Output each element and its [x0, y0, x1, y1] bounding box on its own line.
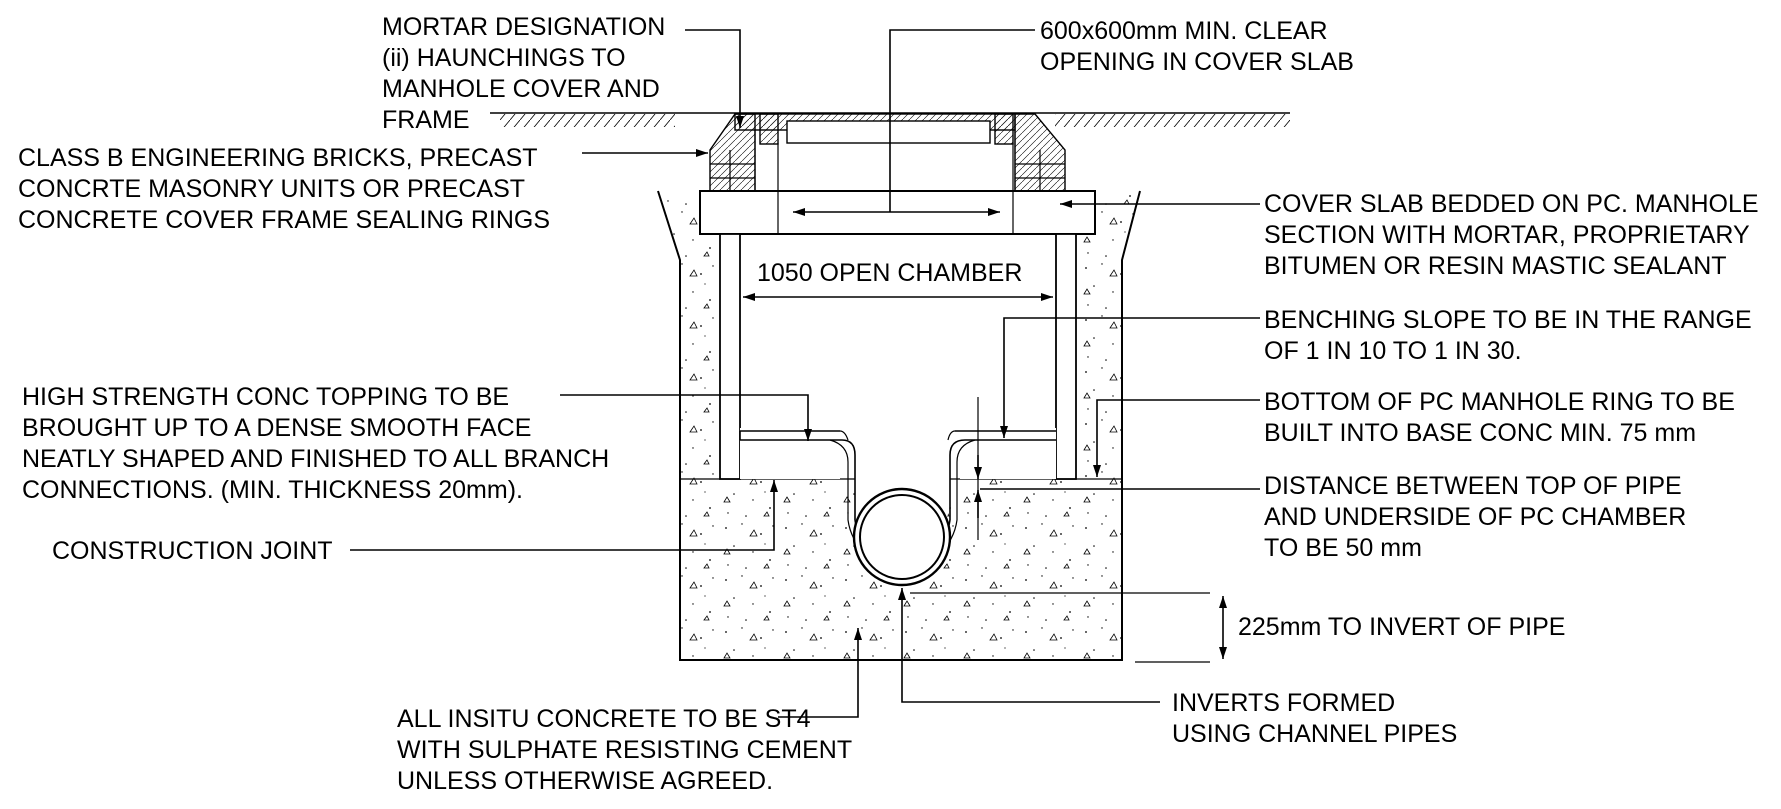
svg-text:AND UNDERSIDE OF PC CHAMBER: AND UNDERSIDE OF PC CHAMBER	[1264, 503, 1686, 531]
label-open-chamber: 1050 OPEN CHAMBER	[757, 259, 1022, 287]
svg-text:NEATLY SHAPED AND FINISHED TO: NEATLY SHAPED AND FINISHED TO ALL BRANCH	[22, 445, 609, 473]
label-invert-depth: 225mm TO INVERT OF PIPE	[1238, 613, 1565, 641]
precast-ring-walls	[719, 233, 1077, 480]
svg-text:(ii) HAUNCHINGS TO: (ii) HAUNCHINGS TO	[382, 44, 626, 72]
svg-text:OF 1 IN 10 TO 1 IN 30.: OF 1 IN 10 TO 1 IN 30.	[1264, 337, 1522, 365]
label-inverts-formed: INVERTS FORMED USING CHANNEL PIPES	[1172, 689, 1457, 748]
svg-text:HIGH STRENGTH CONC TOPPING TO: HIGH STRENGTH CONC TOPPING TO BE	[22, 383, 509, 411]
ground-surface	[490, 112, 1290, 127]
pipe	[852, 487, 952, 587]
svg-text:SECTION WITH MORTAR, PROPRIETA: SECTION WITH MORTAR, PROPRIETARY	[1264, 221, 1750, 249]
svg-text:DISTANCE BETWEEN TOP OF PIPE: DISTANCE BETWEEN TOP OF PIPE	[1264, 472, 1682, 500]
svg-text:USING CHANNEL PIPES: USING CHANNEL PIPES	[1172, 720, 1457, 748]
svg-text:INVERTS FORMED: INVERTS FORMED	[1172, 689, 1395, 717]
brick-haunching	[709, 113, 1066, 192]
label-benching-slope: BENCHING SLOPE TO BE IN THE RANGE OF 1 I…	[1264, 306, 1752, 365]
svg-text:600x600mm MIN. CLEAR: 600x600mm MIN. CLEAR	[1040, 17, 1328, 45]
label-mortar-designation: MORTAR DESIGNATION (ii) HAUNCHINGS TO MA…	[382, 13, 665, 134]
svg-text:CONNECTIONS. (MIN. THICKNESS 2: CONNECTIONS. (MIN. THICKNESS 20mm).	[22, 476, 523, 504]
svg-text:FRAME: FRAME	[382, 106, 470, 134]
label-clear-opening: 600x600mm MIN. CLEAR OPENING IN COVER SL…	[1040, 17, 1354, 76]
svg-text:TO BE 50 mm: TO BE 50 mm	[1264, 534, 1422, 562]
svg-text:BUILT INTO BASE CONC MIN. 75 m: BUILT INTO BASE CONC MIN. 75 mm	[1264, 419, 1696, 447]
svg-text:UNLESS OTHERWISE AGREED.: UNLESS OTHERWISE AGREED.	[397, 767, 773, 795]
svg-text:WITH SULPHATE RESISTING CEMENT: WITH SULPHATE RESISTING CEMENT	[397, 736, 852, 764]
label-construction-joint: CONSTRUCTION JOINT	[52, 537, 333, 565]
label-bottom-of-ring: BOTTOM OF PC MANHOLE RING TO BE BUILT IN…	[1264, 388, 1735, 447]
svg-text:COVER SLAB BEDDED ON PC. MANHO: COVER SLAB BEDDED ON PC. MANHOLE	[1264, 190, 1759, 218]
svg-text:ALL INSITU CONCRETE TO BE ST4: ALL INSITU CONCRETE TO BE ST4	[397, 705, 811, 733]
svg-text:BROUGHT UP TO A DENSE SMOOTH F: BROUGHT UP TO A DENSE SMOOTH FACE	[22, 414, 531, 442]
invert-dimension	[910, 592, 1227, 663]
svg-text:MORTAR DESIGNATION: MORTAR DESIGNATION	[382, 13, 665, 41]
svg-text:MANHOLE COVER AND: MANHOLE COVER AND	[382, 75, 660, 103]
label-engineering-bricks: CLASS B ENGINEERING BRICKS, PRECAST CONC…	[18, 144, 550, 234]
label-insitu-concrete: ALL INSITU CONCRETE TO BE ST4 WITH SULPH…	[397, 705, 852, 795]
svg-text:BENCHING SLOPE TO BE IN THE RA: BENCHING SLOPE TO BE IN THE RANGE	[1264, 306, 1752, 334]
clear-opening-dimension	[777, 143, 1014, 234]
svg-text:CLASS B ENGINEERING BRICKS, PR: CLASS B ENGINEERING BRICKS, PRECAST	[18, 144, 538, 172]
label-pipe-distance: DISTANCE BETWEEN TOP OF PIPE AND UNDERSI…	[1264, 472, 1686, 562]
leader-lines	[350, 29, 1260, 718]
svg-text:BITUMEN OR RESIN MASTIC SEALAN: BITUMEN OR RESIN MASTIC SEALANT	[1264, 252, 1727, 280]
label-high-strength-topping: HIGH STRENGTH CONC TOPPING TO BE BROUGHT…	[22, 383, 609, 504]
svg-text:BOTTOM OF PC MANHOLE RING TO B: BOTTOM OF PC MANHOLE RING TO BE	[1264, 388, 1735, 416]
svg-text:CONCRTE MASONRY UNITS OR PRECA: CONCRTE MASONRY UNITS OR PRECAST	[18, 175, 525, 203]
label-cover-slab: COVER SLAB BEDDED ON PC. MANHOLE SECTION…	[1264, 190, 1759, 280]
svg-text:CONCRETE COVER FRAME SEALING R: CONCRETE COVER FRAME SEALING RINGS	[18, 206, 550, 234]
manhole-cover-frame	[734, 113, 1016, 145]
svg-text:OPENING IN COVER SLAB: OPENING IN COVER SLAB	[1040, 48, 1354, 76]
